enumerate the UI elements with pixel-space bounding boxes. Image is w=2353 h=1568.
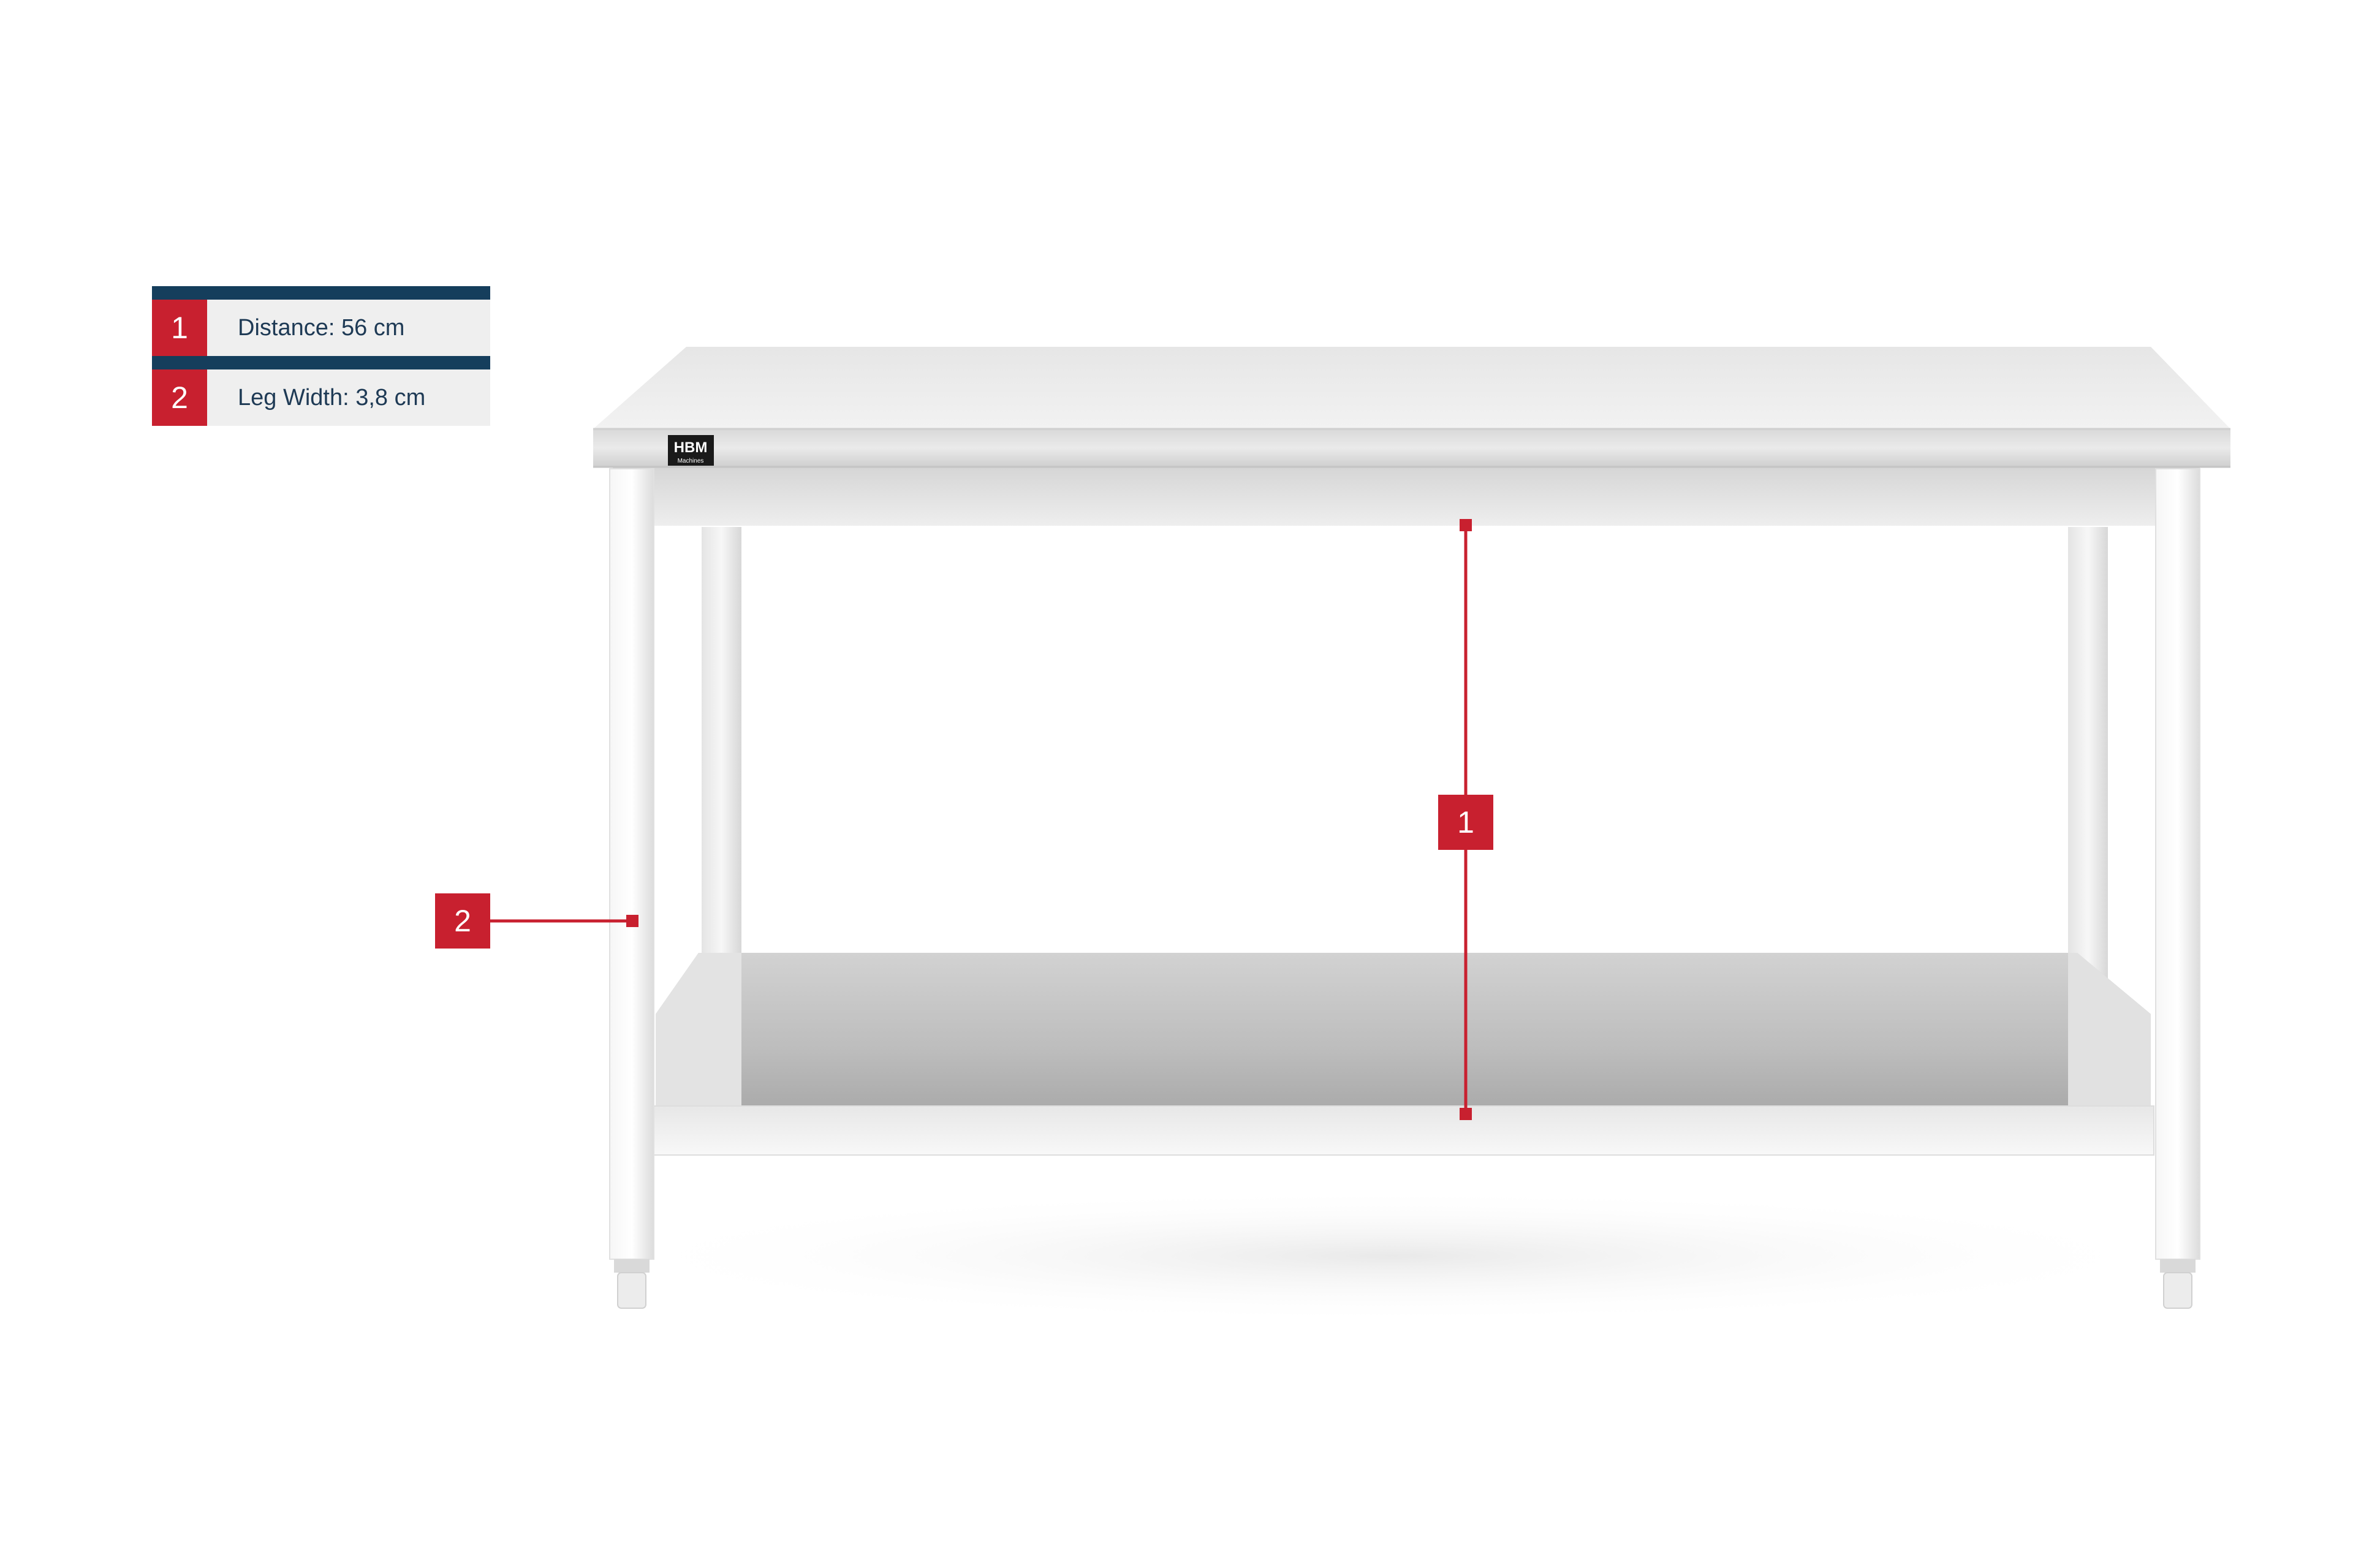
svg-text:HBM: HBM [674, 439, 708, 456]
legend-bar [152, 356, 490, 369]
dimension-legend: 1 Distance: 56 cm 2 Leg Width: 3,8 cm [152, 286, 490, 426]
svg-text:Machines: Machines [678, 458, 704, 464]
front-left-foot [614, 1259, 650, 1273]
undershelf-left-side [656, 953, 741, 1106]
undershelf-right-side [2068, 953, 2151, 1106]
front-right-foot-pad [2163, 1272, 2192, 1309]
leg-width-leader-line [490, 915, 638, 927]
tabletop-front-edge [593, 429, 2230, 467]
distance-marker: 1 [1438, 795, 1493, 850]
front-right-leg [2155, 468, 2200, 1260]
table-apron [613, 466, 2200, 526]
hbm-logo: HBM Machines [668, 435, 714, 466]
legend-label: Distance: 56 cm [238, 315, 405, 341]
undershelf-front-rail [652, 1105, 2154, 1156]
legend-bar [152, 286, 490, 300]
legend-number: 1 [152, 300, 207, 356]
legend-item-leg-width: 2 Leg Width: 3,8 cm [152, 356, 490, 426]
front-left-leg [609, 468, 654, 1260]
legend-label: Leg Width: 3,8 cm [238, 385, 426, 411]
leg-width-marker: 2 [435, 893, 490, 949]
legend-number: 2 [152, 369, 207, 426]
legend-item-distance: 1 Distance: 56 cm [152, 286, 490, 356]
tabletop-surface [593, 347, 2230, 429]
front-left-foot-pad [617, 1272, 646, 1309]
floor-shadow [594, 1189, 2188, 1324]
undershelf [656, 953, 2151, 1112]
front-right-foot [2160, 1259, 2196, 1273]
